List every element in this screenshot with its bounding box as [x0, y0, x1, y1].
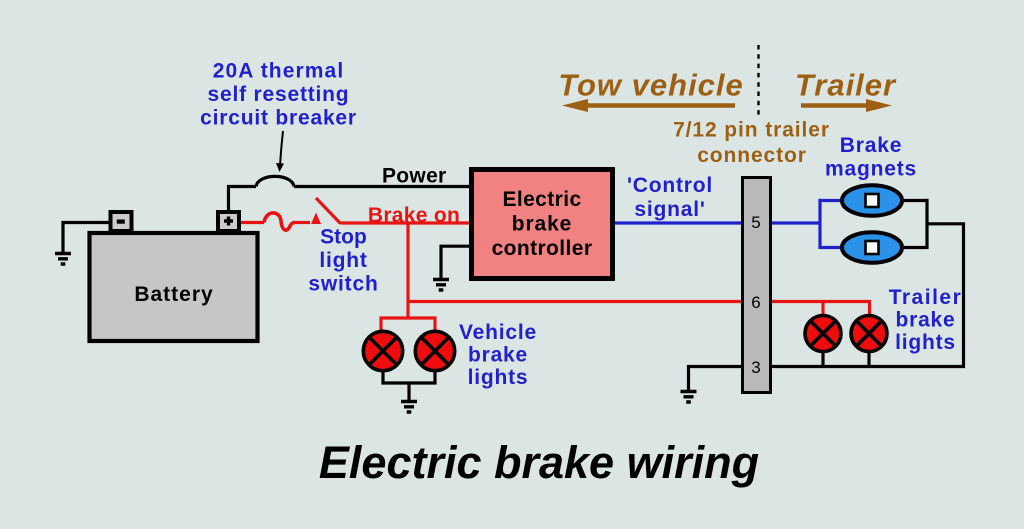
svg-text:Trailer: Trailer — [889, 286, 963, 309]
svg-text:20A thermal: 20A thermal — [213, 60, 345, 83]
svg-text:magnets: magnets — [825, 158, 917, 181]
svg-text:brake: brake — [895, 308, 955, 331]
svg-text:Brake on: Brake on — [368, 204, 460, 227]
svg-text:Electric: Electric — [502, 188, 581, 211]
svg-text:lights: lights — [468, 366, 529, 389]
svg-text:Tow vehicle: Tow vehicle — [558, 68, 744, 103]
svg-text:lights: lights — [895, 331, 956, 354]
svg-text:connector: connector — [697, 144, 807, 167]
svg-text:Power: Power — [382, 165, 447, 188]
svg-text:Stop: Stop — [320, 226, 367, 249]
svg-text:switch: switch — [308, 273, 378, 296]
svg-text:Brake: Brake — [840, 134, 902, 157]
svg-text:circuit breaker: circuit breaker — [200, 107, 357, 130]
svg-text:6: 6 — [751, 293, 760, 312]
svg-text:3: 3 — [751, 358, 760, 377]
svg-text:Battery: Battery — [134, 283, 213, 306]
svg-text:controller: controller — [492, 237, 593, 260]
svg-text:'Control: 'Control — [627, 174, 713, 197]
svg-text:brake: brake — [468, 344, 528, 367]
svg-text:7/12 pin trailer: 7/12 pin trailer — [673, 119, 830, 142]
svg-text:Vehicle: Vehicle — [459, 321, 537, 344]
svg-text:Electric brake wiring: Electric brake wiring — [319, 437, 759, 488]
svg-text:self resetting: self resetting — [208, 83, 350, 106]
svg-text:brake: brake — [512, 213, 573, 236]
svg-text:5: 5 — [751, 213, 760, 232]
svg-text:light: light — [319, 249, 367, 272]
svg-text:signal': signal' — [634, 198, 705, 221]
svg-text:Trailer: Trailer — [795, 68, 897, 103]
